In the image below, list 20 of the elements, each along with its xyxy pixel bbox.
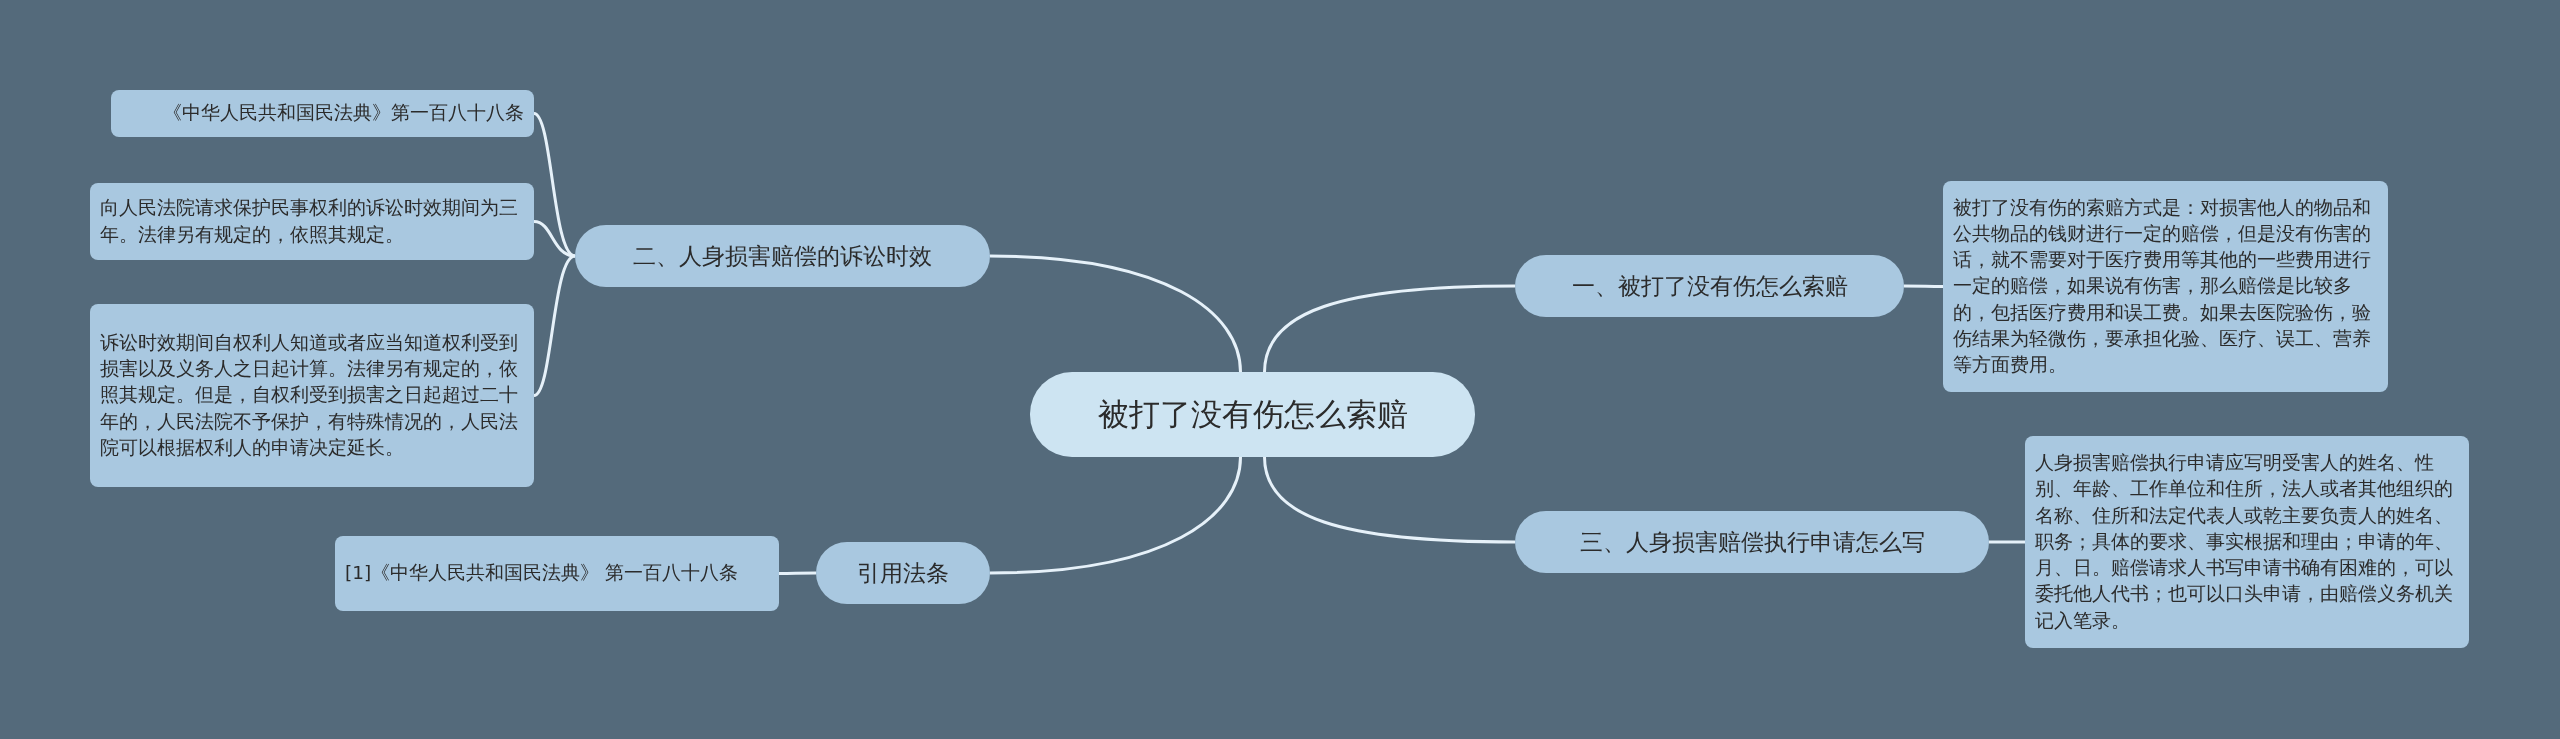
connector	[1263, 456, 1515, 544]
note-box: 被打了没有伤的索赔方式是：对损害他人的物品和公共物品的钱财进行一定的赔偿，但是没有伤害的话，就不需要对于医疗费用等其他的一些费用进行一定的赔偿，如果说有伤害，那么赔偿是比较多的，包括医疗费用和误工费。如果去医院验伤，验伤结果为轻微伤，要承担化验、医疗、误工、营养等方面费用。	[1943, 181, 2388, 392]
topic-box: 三、人身损害赔偿执行申请怎么写	[1515, 511, 1989, 573]
central-topic: 被打了没有伤怎么索赔	[1030, 372, 1475, 457]
topic-box: 引用法条	[816, 542, 990, 604]
topic-box: 一、被打了没有伤怎么索赔	[1515, 255, 1904, 317]
note-box: 诉讼时效期间自权利人知道或者应当知道权利受到损害以及义务人之日起计算。法律另有规定的，依照其规定。但是，自权利受到损害之日起超过二十年的，人民法院不予保护，有特殊情况的，人民法院可以根据权利人的申请决定延长。	[90, 304, 534, 487]
note-box: 《中华人民共和国民法典》第一百八十八条	[111, 90, 534, 137]
topic-box: 二、人身损害赔偿的诉讼时效	[575, 225, 990, 287]
connector	[1263, 284, 1515, 373]
note-box: 向人民法院请求保护民事权利的诉讼时效期间为三年。法律另有规定的，依照其规定。	[90, 183, 534, 260]
connector	[1904, 284, 1943, 288]
connector	[779, 571, 816, 575]
connector	[989, 254, 1242, 373]
connector	[533, 220, 576, 258]
connector	[1989, 540, 2025, 544]
connector	[989, 456, 1242, 575]
note-box: 人身损害赔偿执行申请应写明受害人的姓名、性别、年龄、工作单位和住所，法人或者其他组织的名称、住所和法定代表人或乾主要负责人的姓名、职务；具体的要求、事实根据和理由；申请的年、月、日。赔偿请求人书写申请书确有困难的，可以委托他人代书；也可以口头申请，由赔偿义务机关记入笔录。	[2025, 436, 2469, 648]
connector	[533, 254, 576, 397]
note-box: [1]《中华人民共和国民法典》 第一百八十八条	[335, 536, 779, 611]
